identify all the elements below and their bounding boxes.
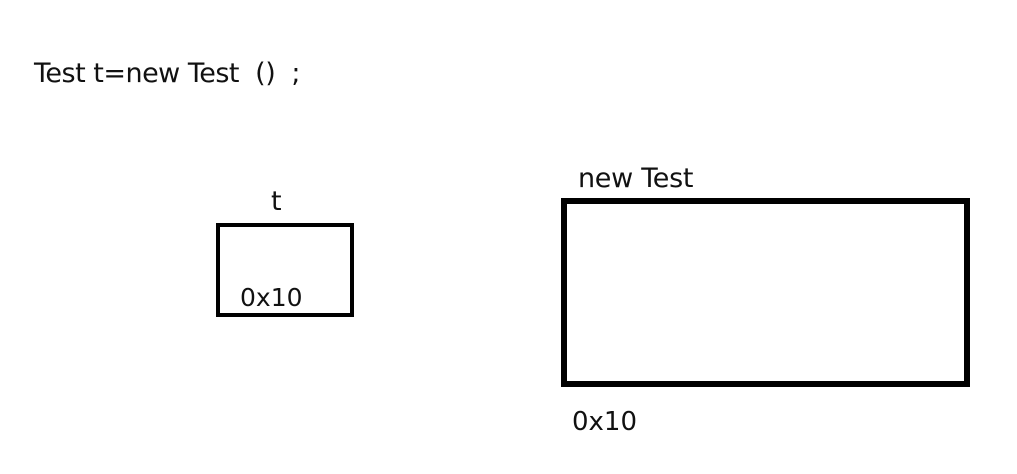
- code-statement: Test t=new Test () ;: [34, 58, 301, 89]
- reference-value: 0x10: [240, 283, 303, 312]
- object-address: 0x10: [572, 407, 638, 437]
- object-label: new Test: [578, 163, 694, 194]
- reference-variable-name: t: [271, 186, 282, 217]
- heap-object-box: [561, 198, 970, 387]
- reference-variable-box: 0x10: [216, 223, 354, 317]
